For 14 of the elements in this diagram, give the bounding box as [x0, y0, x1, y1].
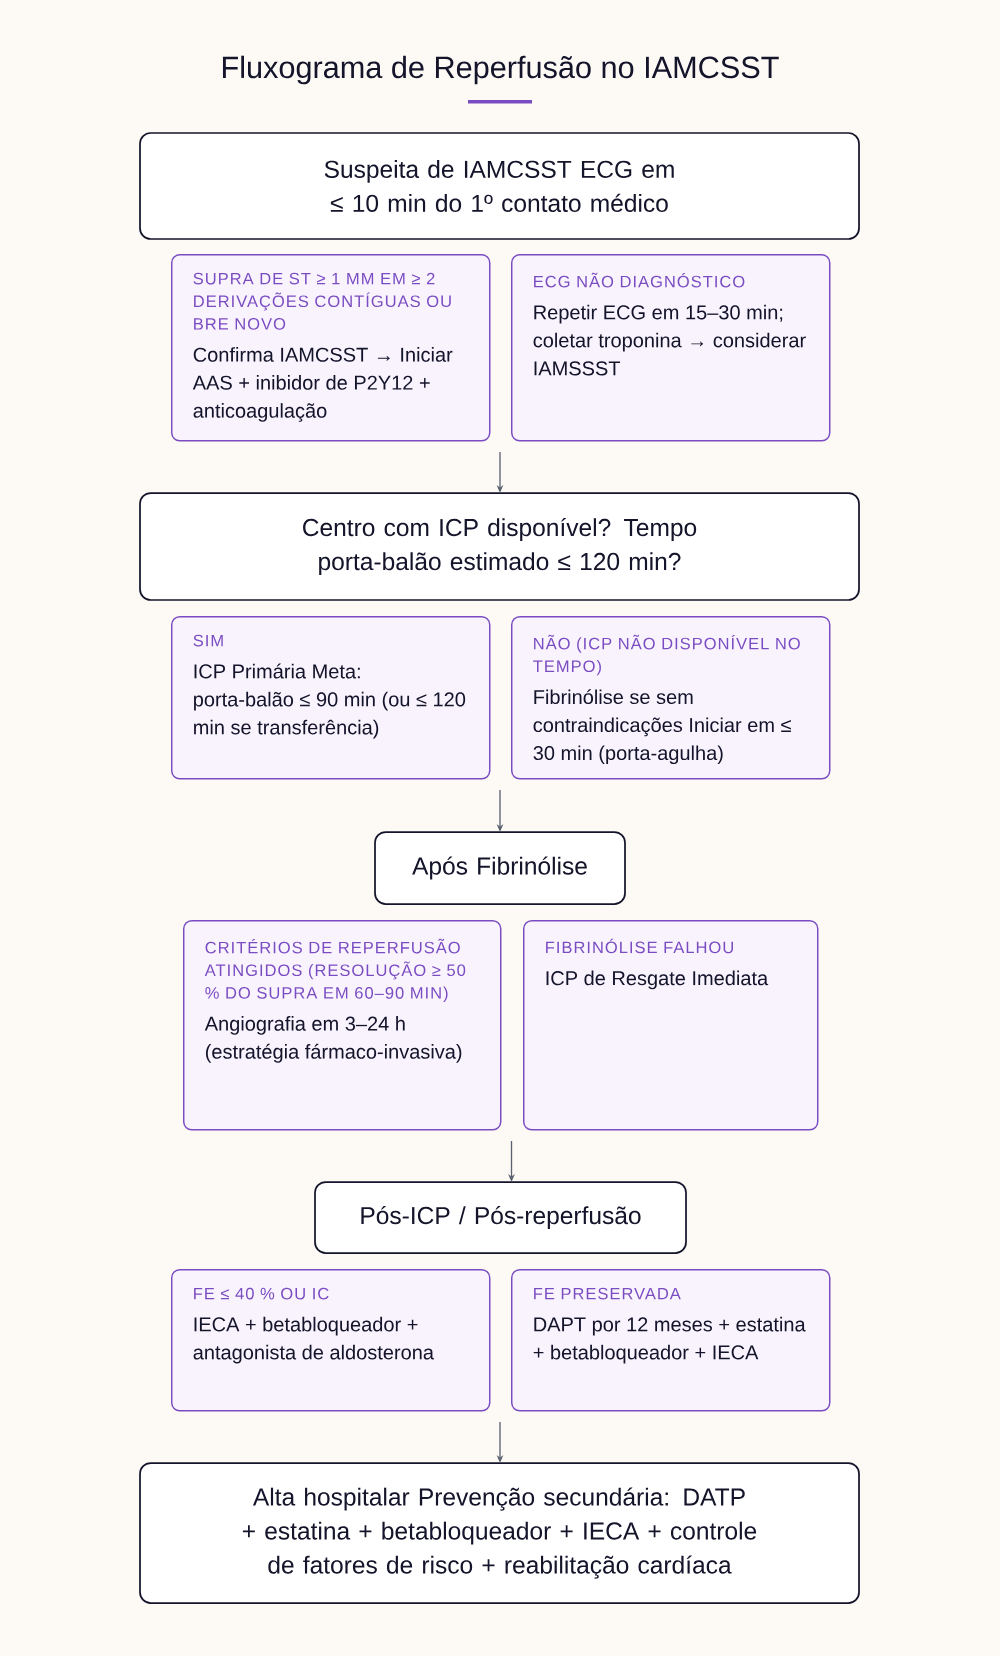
- step-box: Alta hospitalar Prevenção secundária: DATP + estatina + betabloqueador + IECA + controle de fatores de risco + reabilitação cardíaca: [139, 1462, 860, 1604]
- option-box: FIBRINÓLISE FALHOU ICP de Resgate Imediata: [523, 920, 819, 1131]
- step-box: Após Fibrinólise: [374, 831, 626, 905]
- title: Fluxograma de Reperfusão no IAMCSST: [223, 55, 779, 85]
- option-box: FE PRESERVADA DAPT por 12 meses + estatina + betabloqueador + IECA: [511, 1269, 831, 1412]
- step-box: Centro com ICP disponível? Tempo porta-balão estimado ≤ 120 min?: [139, 492, 860, 601]
- option-box: ECG NÃO DIAGNÓSTICO Repetir ECG em 15–30 min; coletar troponina → considerar IAMSSST: [511, 254, 831, 442]
- option-box: CRITÉRIOS DE REPERFUSÃO ATINGIDOS (RESOLUÇÃO ≥ 50 % DO SUPRA EM 60–90 MIN) Angiografia em 3–24 h (estratégia fármaco-invasiva): [183, 920, 502, 1131]
- option-box: SUPRA DE ST ≥ 1 MM EM ≥ 2 DERIVAÇÕES CONTÍGUAS OU BRE NOVO Confirma IAMCSST → Iniciar AAS + inibidor de P2Y12 + anticoagulação: [171, 254, 491, 442]
- step-box: Suspeita de IAMCSST ECG em ≤ 10 min do 1º contato médico: [139, 132, 860, 240]
- option-box: SIM ICP Primária Meta: porta-balão ≤ 90 min (ou ≤ 120 min se transferência): [171, 616, 491, 780]
- option-box: NÃO (ICP NÃO DISPONÍVEL NO TEMPO) Fibrinólise se sem contraindicações Iniciar em ≤ 30 min (porta-agulha): [511, 616, 831, 780]
- step-box: Pós-ICP / Pós-reperfusão: [314, 1181, 687, 1254]
- option-box: FE ≤ 40 % OU IC IECA + betabloqueador + antagonista de aldosterona: [171, 1269, 491, 1412]
